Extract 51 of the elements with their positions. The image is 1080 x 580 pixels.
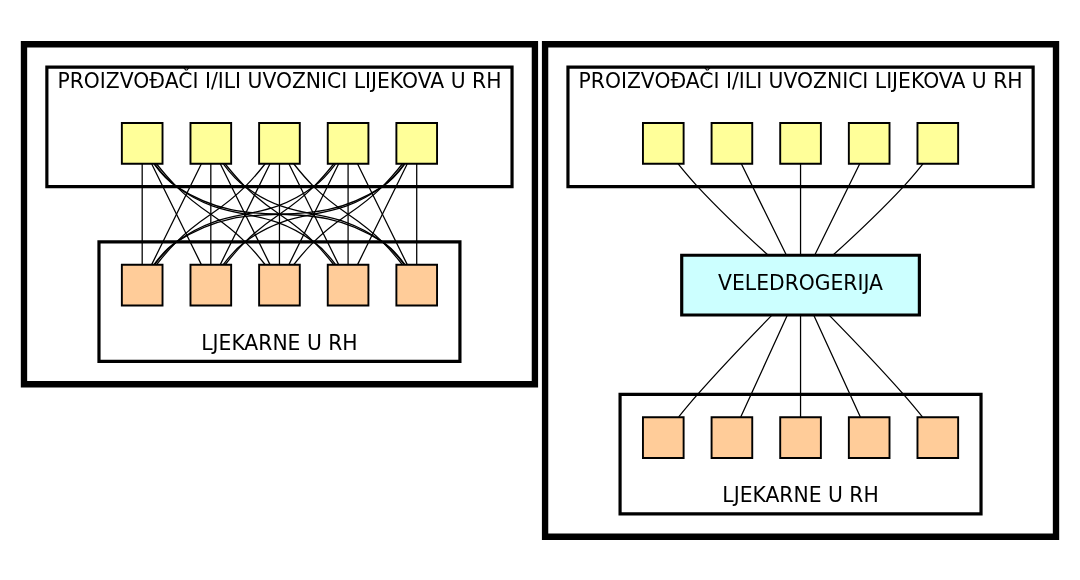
node-box: [120, 121, 164, 165]
connector: [154, 162, 337, 265]
cluster: PROIZVOĐAČI I/ILI UVOZNICI LIJEKOVA U RH: [566, 65, 1035, 188]
connector: [813, 314, 861, 418]
connector: [293, 162, 404, 265]
connector: [151, 162, 202, 265]
cluster: LJEKARNE U RH: [618, 392, 983, 515]
connector: [222, 162, 405, 265]
node-box: [326, 263, 370, 306]
cluster: [541, 40, 1060, 540]
node-box: VELEDROGERIJA: [680, 253, 921, 317]
connector: [677, 162, 769, 256]
node-box: [189, 121, 233, 165]
connector: [799, 314, 802, 418]
node-box: [326, 121, 370, 165]
node-box: [779, 415, 822, 459]
connector: [740, 314, 788, 418]
connector: [155, 162, 266, 265]
connector: [814, 162, 861, 256]
node-box: [120, 263, 164, 306]
connector: [141, 162, 143, 265]
connector: [219, 162, 271, 265]
node-box: [847, 415, 891, 459]
cluster: LJEKARNE U RH: [97, 239, 462, 363]
connector: [799, 162, 802, 256]
node-box: [258, 263, 301, 306]
node-box: [642, 415, 685, 459]
connector: [288, 162, 340, 265]
connector: [740, 162, 787, 256]
connector: [210, 162, 212, 265]
node-box: [642, 121, 685, 165]
node-box: [710, 415, 754, 459]
connector: [278, 162, 281, 265]
node-box: [779, 121, 822, 165]
node-box: [258, 121, 301, 165]
node-box: [395, 121, 438, 165]
connector: [347, 162, 349, 265]
connector: [678, 314, 773, 417]
node-box: [189, 263, 233, 306]
node-box: [916, 121, 960, 165]
connector: [416, 162, 418, 265]
node-box: [847, 121, 891, 165]
connector: [828, 314, 924, 417]
node-box: [395, 263, 438, 306]
node-box: [916, 415, 960, 459]
connector: [153, 163, 406, 265]
connector: [224, 162, 335, 265]
cluster: [20, 40, 539, 387]
node-box: [710, 121, 754, 165]
cluster: PROIZVOĐAČI I/ILI UVOZNICI LIJEKOVA U RH: [45, 65, 514, 188]
connector: [832, 162, 924, 256]
